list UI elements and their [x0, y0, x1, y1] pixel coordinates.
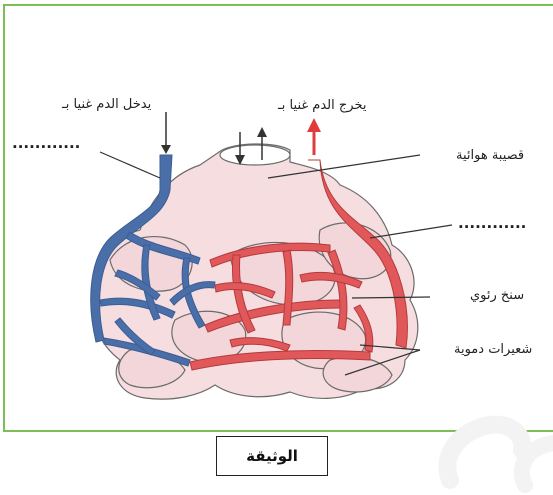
- label-capillaries: شعيرات دموية: [454, 342, 532, 357]
- blank-right: ............: [458, 214, 526, 232]
- caption-box: الوثيقة: [216, 436, 328, 476]
- blank-left: ............: [12, 134, 80, 152]
- flow-arrows: [161, 112, 321, 165]
- watermark-icon: [430, 385, 553, 495]
- label-blood-in: يدخل الدم غنيا بـ: [62, 97, 151, 112]
- caption-text: الوثيقة: [246, 447, 298, 465]
- label-bronchiole: قصيبة هوائية: [456, 148, 524, 163]
- label-blood-out: يخرج الدم غنيا بـ: [278, 98, 366, 113]
- label-alveolus: سنخ رئوي: [470, 288, 524, 303]
